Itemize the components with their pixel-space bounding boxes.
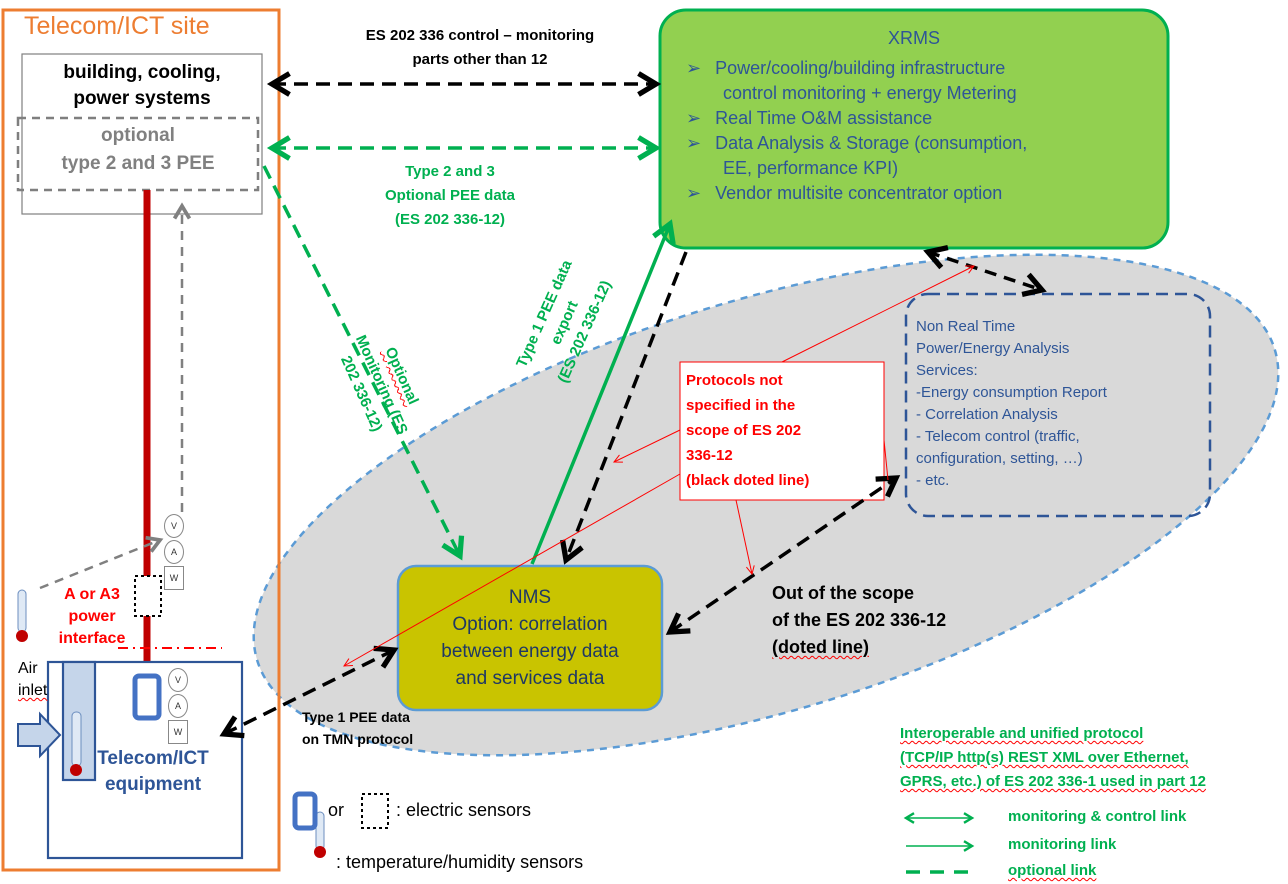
legend-dotted-sensor <box>361 793 389 829</box>
thermometer-icon <box>16 589 28 642</box>
power-meter: W <box>164 566 184 590</box>
electric-sensor-solid <box>132 673 162 721</box>
voltage-meter: V <box>164 514 184 538</box>
xrms-bullet: ➢Power/cooling/building infrastructure <box>686 58 1006 78</box>
site-frame <box>1 8 281 872</box>
xrms-box <box>658 8 1170 250</box>
air-inlet-arrow <box>17 711 62 759</box>
xrms-bullet: EE, performance KPI) <box>723 158 899 178</box>
legend-solid-sensor <box>292 791 318 831</box>
xrms-bullet: ➢Real Time O&M assistance <box>686 108 933 128</box>
current-meter: A <box>168 694 188 718</box>
legend-protocol-note: Interoperable and unified protocol (TCP/… <box>900 725 1206 790</box>
xrms-title: XRMS <box>887 28 940 48</box>
power-meter: W <box>168 720 188 744</box>
thermometer-icon <box>70 711 82 776</box>
nrt-box <box>904 292 1212 518</box>
optional-pee-box <box>16 116 260 192</box>
xrms-bullet: control monitoring + energy Metering <box>723 83 1017 103</box>
legend-or: or <box>328 800 345 820</box>
legend-electric-sensors: : electric sensors <box>396 800 532 820</box>
building-systems-label: building, cooling,power systems <box>63 62 221 109</box>
legend-temperature-sensors: : temperature/humidity sensors <box>336 852 584 872</box>
voltage-meter: V <box>168 668 188 692</box>
building-box <box>21 53 263 215</box>
xrms-bullet: ➢Data Analysis & Storage (consumption, <box>686 133 1028 153</box>
nms-box <box>396 564 664 712</box>
current-meter: A <box>164 540 184 564</box>
legend-monitoring: monitoring link <box>1008 836 1117 853</box>
thermometer-icon <box>314 811 326 858</box>
xrms-bullet: ➢Vendor multisite concentrator option <box>686 183 1003 203</box>
site-title: Telecom/ICT site <box>24 12 210 40</box>
xrms-bullets: ➢Power/cooling/building infrastructure c… <box>686 56 1156 206</box>
electric-sensor-dotted <box>134 575 162 617</box>
legend-optional: optional link <box>1008 862 1097 879</box>
legend-monitoring-control: monitoring & control link <box>1008 808 1187 825</box>
